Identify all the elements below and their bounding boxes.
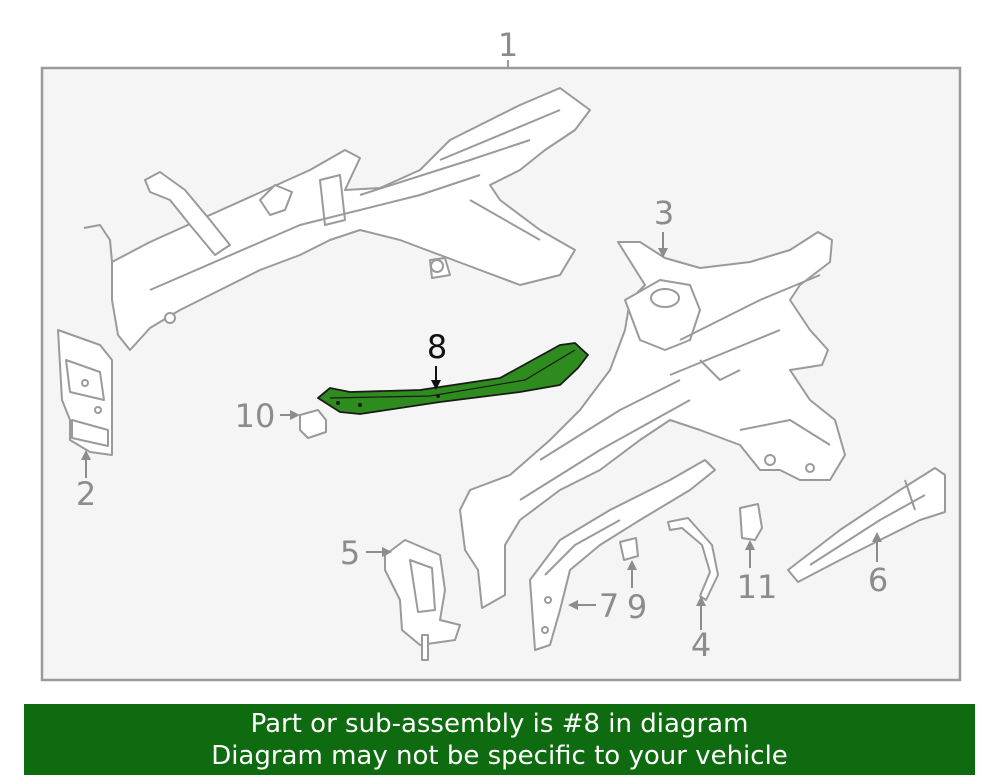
callout-10-arrowhead	[290, 410, 300, 420]
callout-2-arrowhead	[81, 450, 91, 460]
callout-11-arrowhead	[745, 540, 755, 550]
part-9-clip	[619, 537, 639, 561]
banner-line-2: Diagram may not be specific to your vehi…	[211, 741, 788, 771]
part-7-panel	[529, 459, 716, 651]
callout-4-arrowhead	[696, 596, 706, 606]
callout-1: 1	[497, 26, 519, 64]
callout-6: 6	[867, 561, 889, 599]
banner-line-1: Part or sub-assembly is #8 in diagram	[250, 709, 749, 739]
part-5-bracket	[384, 539, 461, 661]
callout-7-arrowhead	[568, 600, 578, 610]
callout-10: 10	[234, 397, 276, 435]
callout-6-arrowhead	[872, 532, 882, 542]
callout-2: 2	[75, 475, 97, 513]
part-6-rail	[787, 467, 946, 583]
part-10-bracket	[299, 409, 327, 439]
parts-diagram	[40, 60, 962, 682]
callout-11: 11	[736, 568, 778, 606]
info-banner: Part or sub-assembly is #8 in diagram Di…	[24, 704, 975, 775]
callout-7: 7	[598, 587, 620, 625]
callout-9: 9	[626, 588, 648, 626]
part-8-highlighted-member	[317, 342, 589, 415]
callout-9-arrowhead	[627, 560, 637, 570]
callout-5: 5	[339, 534, 361, 572]
part-11-bracket	[739, 503, 763, 541]
part-4-strip	[667, 517, 719, 601]
callout-8: 8	[426, 328, 448, 366]
side-member-assembly	[459, 231, 846, 609]
callout-3-arrowhead	[658, 248, 668, 258]
callout-3: 3	[653, 194, 675, 232]
callout-8-arrowhead	[431, 380, 441, 390]
upper-rail-assembly	[83, 87, 591, 351]
part-2-bracket	[57, 329, 113, 456]
callout-5-arrowhead	[382, 547, 392, 557]
callout-4: 4	[690, 626, 712, 664]
